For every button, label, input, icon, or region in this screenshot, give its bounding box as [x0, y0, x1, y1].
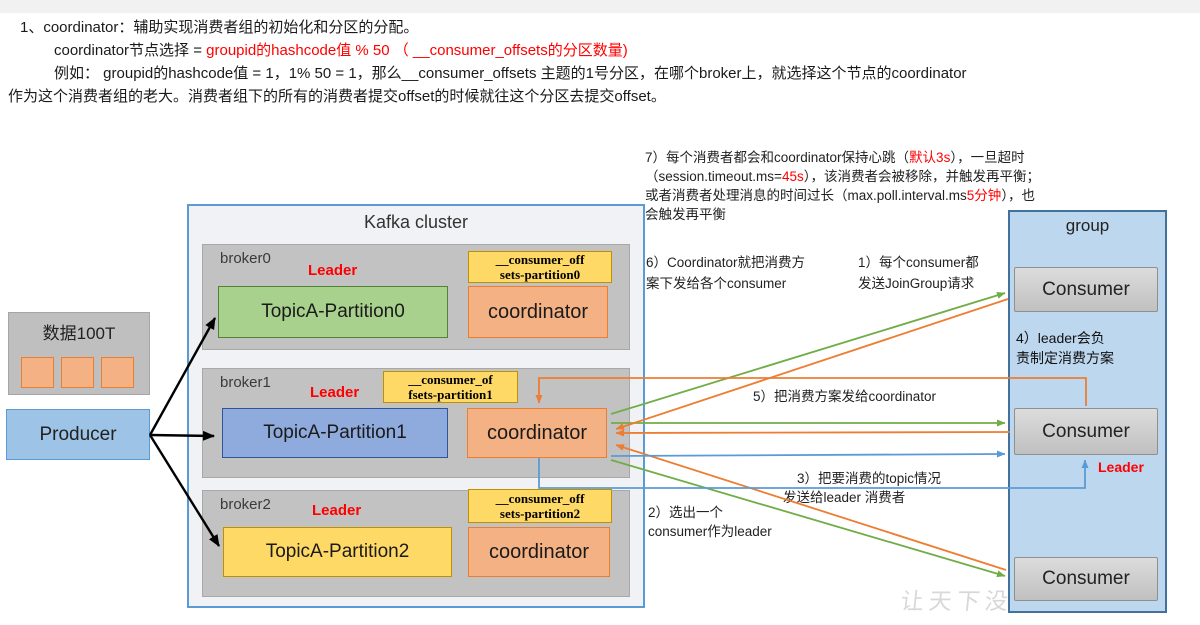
arrow-joingroup-consumer1	[615, 298, 1009, 430]
broker2-leader-label: Leader	[312, 502, 362, 519]
note-joingroup: 1）每个consumer都发送JoinGroup请求	[858, 255, 979, 291]
broker1-leader-label: Leader	[310, 384, 360, 401]
kafka-cluster-title: Kafka cluster	[363, 212, 469, 232]
consumer1-label: Consumer	[1042, 278, 1130, 300]
coordinator0-label: coordinator	[487, 300, 589, 323]
coordinator2-box: coordinator	[468, 527, 610, 577]
broker0-leader-label: Leader	[308, 262, 358, 279]
consumer2-box: Consumer	[1014, 408, 1158, 455]
topicA-partition1-box: TopicA-Partition1	[222, 408, 448, 458]
note-heartbeat: 7）每个消费者都会和coordinator保持心跳（默认3s），一旦超时（ses…	[645, 150, 1040, 222]
consumer-offsets-partition1-box: __consumer_of fsets-partition1	[383, 371, 518, 403]
consumer-offsets-partition2-box: __consumer_off sets-partition2	[468, 489, 612, 523]
note-send-plan: 5）把消费方案发给coordinator	[753, 389, 937, 404]
offsets0-line2: sets-partition0	[499, 267, 581, 282]
note-dispatch-plan: 6）Coordinator就把消费方案下发给各个consumer	[646, 255, 806, 291]
consumer-group-title: group	[1065, 216, 1110, 235]
producer-label: Producer	[39, 423, 117, 445]
coordinator0-box: coordinator	[468, 286, 608, 338]
coordinator2-label: coordinator	[488, 540, 590, 563]
consumer-offsets-partition0-box: __consumer_off sets-partition0	[468, 251, 612, 283]
arrow-topicinfo-to-leader	[610, 450, 1006, 458]
data-source-label: 数据100T	[42, 324, 116, 343]
consumer-leader-label: Leader	[1098, 459, 1144, 475]
watermark-text: 让天下没	[899, 588, 1015, 614]
top-band	[0, 0, 1200, 13]
offsets0-line1: __consumer_off	[495, 252, 585, 267]
topicA-partition0-label: TopicA-Partition0	[261, 301, 405, 322]
data-block-icon	[21, 357, 54, 388]
broker0-label: broker0	[220, 250, 271, 267]
topicA-partition0-box: TopicA-Partition0	[218, 286, 448, 338]
offsets2-line1: __consumer_off	[495, 491, 585, 506]
broker2-label: broker2	[220, 496, 271, 513]
topicA-partition2-box: TopicA-Partition2	[223, 527, 452, 577]
offsets1-line2: fsets-partition1	[408, 387, 493, 402]
data-block-icon	[101, 357, 134, 388]
offsets2-line2: sets-partition2	[499, 506, 581, 521]
intro-paragraph: 1、coordinator：辅助实现消费者组的初始化和分区的分配。coordin…	[8, 19, 967, 105]
offsets1-line1: __consumer_of	[408, 372, 493, 387]
broker1-label: broker1	[220, 374, 271, 391]
coordinator1-box: coordinator	[467, 408, 607, 458]
note-leader-plan: 4）leader会负责制定消费方案	[1016, 330, 1114, 366]
consumer3-box: Consumer	[1014, 557, 1158, 601]
arrow-joingroup-consumer2	[615, 429, 1011, 437]
coordinator1-label: coordinator	[486, 421, 588, 444]
data-block-icon	[61, 357, 94, 388]
consumer2-label: Consumer	[1042, 420, 1130, 442]
consumer1-box: Consumer	[1014, 267, 1158, 312]
topicA-partition1-label: TopicA-Partition1	[263, 422, 407, 443]
note-topic-info: 3）把要消费的topic情况发送给leader 消费者	[783, 471, 942, 505]
consumer3-label: Consumer	[1042, 568, 1130, 589]
producer-box: Producer	[6, 409, 150, 460]
data-source-box: 数据100T	[8, 312, 150, 395]
topicA-partition2-label: TopicA-Partition2	[265, 541, 410, 562]
